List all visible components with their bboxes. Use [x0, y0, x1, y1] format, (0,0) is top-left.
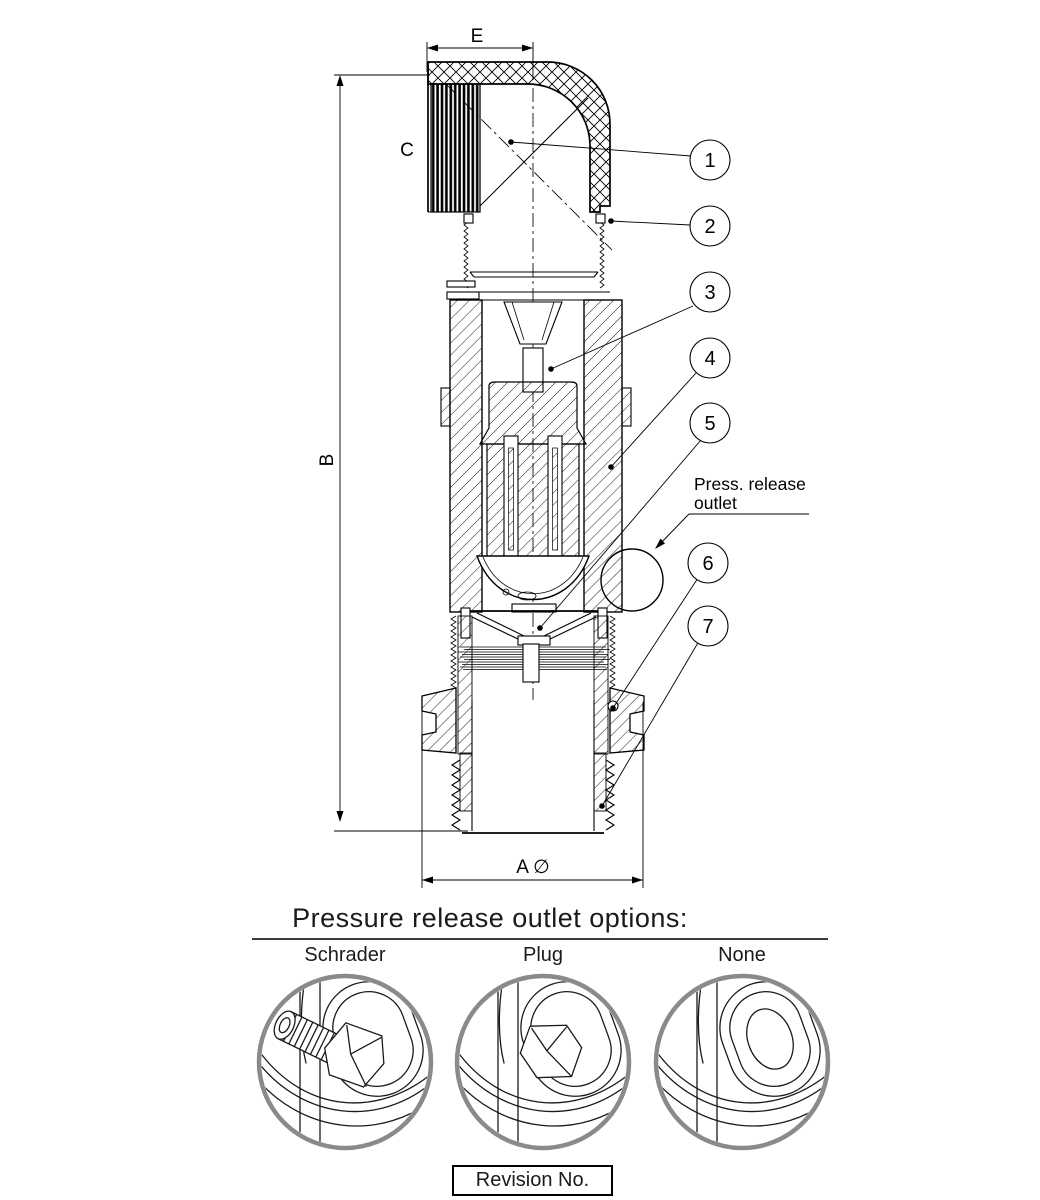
elbow-miter-edge	[479, 97, 589, 207]
dimension-a: A ∅	[421, 702, 644, 888]
dimension-b: B	[317, 74, 468, 832]
clip-tab-upper	[446, 280, 476, 288]
pressure-release-boss	[600, 548, 664, 612]
callout-balloon-4: 4	[689, 337, 731, 379]
revision-box: Revision No.	[452, 1165, 613, 1196]
dim-label-c: C	[400, 140, 414, 161]
female-thread-section	[430, 83, 481, 213]
option-figure-none	[653, 973, 831, 1151]
plug-hex-head	[519, 1024, 583, 1079]
revision-label: Revision No.	[475, 1169, 590, 1191]
svg-text:7: 7	[702, 616, 713, 638]
schrader-valve-stem	[273, 1010, 385, 1088]
svg-text:5: 5	[704, 413, 715, 435]
callout-leaders	[508, 139, 702, 809]
callout-balloon-3: 3	[689, 271, 731, 313]
option-label-schrader: Schrader	[304, 944, 386, 966]
note-line-2: outlet	[694, 493, 737, 513]
callout-balloon-2: 2	[689, 205, 731, 247]
dimension-e: E	[426, 26, 534, 80]
callout-balloon-6: 6	[687, 542, 729, 584]
spring-cap	[478, 381, 588, 445]
valve-section-drawing: E C B A ∅ Press. release outlet	[317, 26, 809, 888]
dim-label-a-diameter: A ∅	[516, 857, 549, 878]
svg-text:1: 1	[704, 150, 715, 172]
option-label-plug: Plug	[522, 944, 564, 966]
male-thread-right	[604, 759, 616, 831]
callout-balloon-1: 1	[689, 139, 731, 181]
clip-tab-lower	[446, 291, 480, 300]
option-figure-schrader	[256, 973, 434, 1151]
valve-disc	[471, 612, 597, 641]
seat-stem	[522, 643, 540, 683]
note-line-1: Press. release	[694, 474, 806, 494]
elbow-axis-centerline	[445, 83, 613, 251]
valve-cap-section	[427, 61, 613, 251]
male-thread-left	[450, 759, 462, 831]
press-release-note: Press. release outlet	[655, 474, 809, 549]
options-divider	[252, 938, 828, 940]
flange-left	[421, 687, 457, 754]
svg-text:4: 4	[704, 348, 715, 370]
seal-washer	[469, 271, 599, 278]
valve-body-section	[440, 291, 632, 683]
option-label-none: None	[718, 944, 766, 966]
options-section-title: Pressure release outlet options:	[292, 903, 688, 933]
o-ring-left	[463, 213, 474, 224]
callout-balloon-5: 5	[689, 402, 731, 444]
valve-neck-section	[446, 213, 606, 300]
svg-text:6: 6	[702, 553, 713, 575]
pilot-funnel	[503, 301, 563, 345]
option-figure-plug	[454, 973, 632, 1151]
diaphragm-dome	[476, 555, 590, 601]
open-outlet-hole	[719, 981, 821, 1097]
flange-right	[609, 687, 645, 754]
svg-text:3: 3	[704, 282, 715, 304]
callout-balloon-7: 7	[687, 605, 729, 647]
valve-lower-section	[421, 615, 645, 834]
dim-label-e: E	[471, 26, 484, 47]
svg-text:2: 2	[704, 216, 715, 238]
spring-housing	[486, 443, 580, 561]
dim-label-b: B	[317, 454, 338, 467]
o-ring-right	[595, 213, 606, 224]
